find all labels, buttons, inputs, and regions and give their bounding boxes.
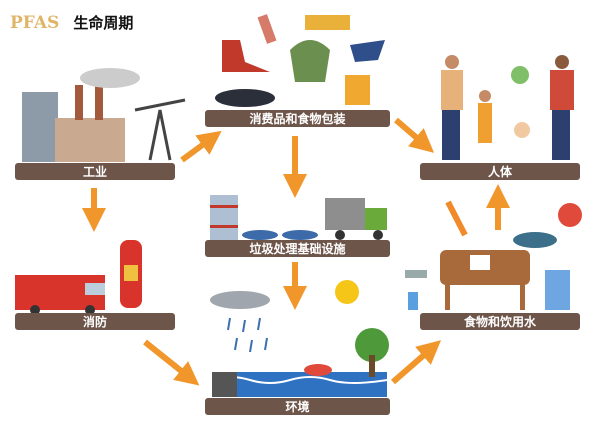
flow-arrows <box>82 117 510 386</box>
arrow-consumer-to-human <box>394 117 435 153</box>
title-label: 生命周期 <box>73 14 134 32</box>
people-icon <box>441 55 574 160</box>
node-waste-infrastructure: 垃圾处理基础设施 <box>205 240 390 257</box>
fire-truck-icon <box>15 240 142 315</box>
food-water-icon <box>405 200 582 310</box>
node-industry: 工业 <box>15 163 175 180</box>
arrow-industry-to-consumer <box>180 130 222 163</box>
arrow-firefighting-to-environment <box>143 339 200 386</box>
node-environment: 环境 <box>205 398 390 415</box>
brand-label: PFAS <box>10 12 60 33</box>
consumer-products-icon <box>215 14 385 107</box>
node-human-body: 人体 <box>420 163 580 180</box>
environment-icon <box>210 280 389 397</box>
waste-facility-icon <box>210 195 387 240</box>
industry-icon <box>22 68 186 162</box>
arrow-environment-to-food <box>391 340 442 385</box>
diagram-title: PFAS 生命周期 <box>10 12 133 33</box>
node-firefighting: 消防 <box>15 313 175 330</box>
node-food-water: 食物和饮用水 <box>420 313 580 330</box>
node-consumer-products: 消费品和食物包装 <box>205 110 390 127</box>
